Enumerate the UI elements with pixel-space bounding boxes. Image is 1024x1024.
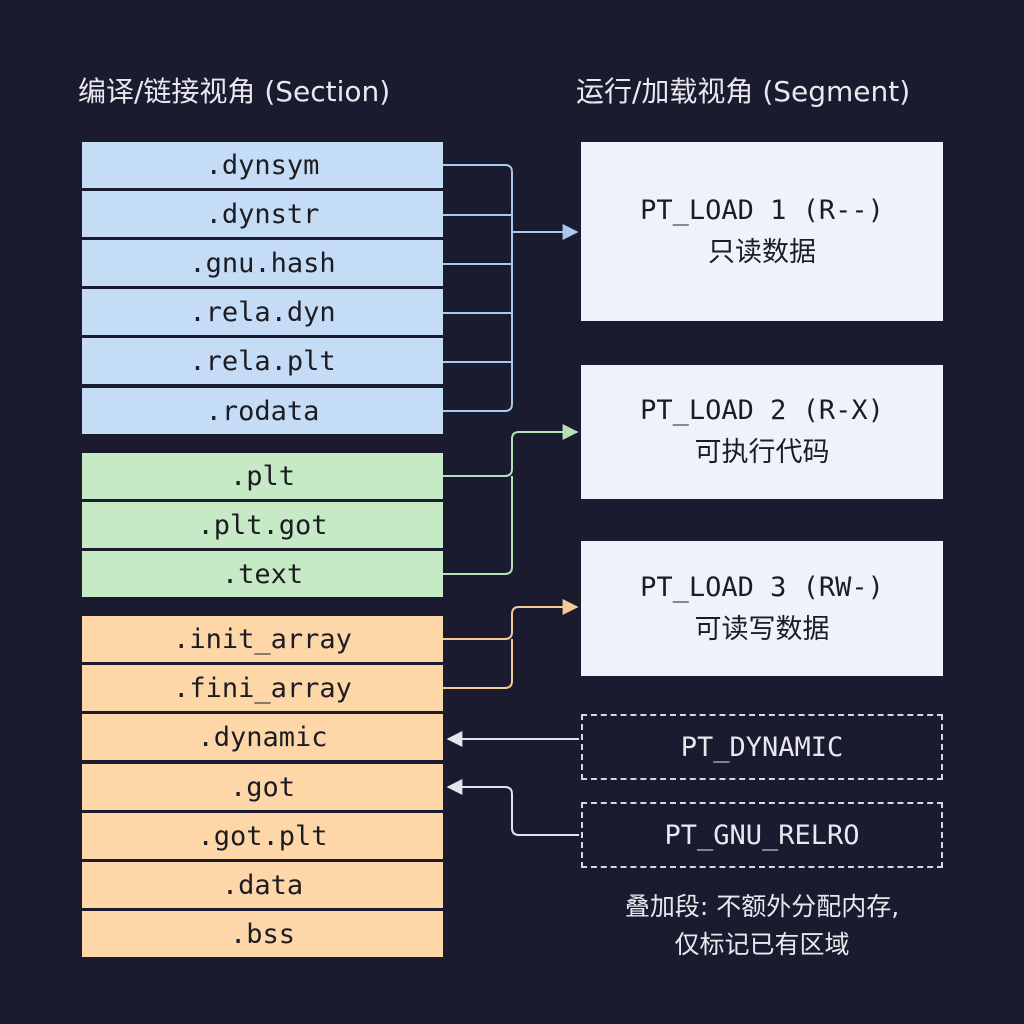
segment-subtitle: 可读写数据	[694, 613, 830, 645]
section-label: .gnu.hash	[189, 247, 336, 279]
section-gnu-hash: .gnu.hash	[82, 240, 443, 286]
section-data: .data	[82, 862, 443, 908]
section-label: .got	[229, 771, 296, 803]
segment-title: PT_LOAD 3 (RW-)	[640, 571, 884, 603]
section-label: .fini_array	[173, 672, 352, 704]
section-label: .text	[221, 558, 304, 590]
section-label: .bss	[229, 918, 296, 950]
section-label: .dynstr	[205, 198, 320, 230]
section-plt: .plt	[82, 453, 443, 499]
note-line-1: 叠加段: 不额外分配内存,	[624, 892, 900, 921]
segment-subtitle: 可执行代码	[694, 437, 830, 468]
segment-pt-dynamic: PT_DYNAMIC	[581, 714, 943, 780]
green-connector	[443, 424, 579, 575]
section-label: .plt	[229, 460, 296, 492]
note-line-2: 仅标记已有区域	[674, 930, 850, 959]
section-got: .got	[82, 764, 443, 810]
section-init-array: .init_array	[82, 616, 443, 662]
section-plt-got: .plt.got	[82, 502, 443, 548]
section-label: .got.plt	[197, 820, 328, 852]
blue-connector	[443, 164, 579, 412]
section-bss: .bss	[82, 911, 443, 957]
section-label: .data	[221, 869, 304, 901]
section-text: .text	[82, 551, 443, 597]
segment-title: PT_GNU_RELRO	[664, 819, 860, 851]
section-dynstr: .dynstr	[82, 191, 443, 237]
segment-title: PT_DYNAMIC	[680, 731, 844, 763]
section-label: .dynamic	[197, 721, 328, 753]
overlay-segment-note: 叠加段: 不额外分配内存, 仅标记已有区域	[581, 888, 943, 964]
segment-title: PT_LOAD 1 (R--)	[640, 194, 884, 226]
section-rela-dyn: .rela.dyn	[82, 289, 443, 335]
segment-pt-load-1: PT_LOAD 1 (R--) 只读数据	[581, 142, 943, 321]
section-rodata: .rodata	[82, 388, 443, 434]
orange-connector	[443, 599, 579, 689]
segment-subtitle: 只读数据	[708, 236, 816, 268]
section-label: .plt.got	[197, 509, 328, 541]
section-label: .rela.dyn	[189, 296, 336, 328]
section-label: .dynsym	[205, 149, 320, 181]
section-label: .rodata	[205, 395, 320, 427]
section-dynamic: .dynamic	[82, 714, 443, 760]
segment-pt-load-2: PT_LOAD 2 (R-X) 可执行代码	[581, 365, 943, 499]
segment-view-heading: 运行/加载视角 (Segment)	[576, 75, 911, 108]
section-view-heading: 编译/链接视角 (Section)	[78, 75, 391, 108]
section-rela-plt: .rela.plt	[82, 338, 443, 384]
segment-title: PT_LOAD 2 (R-X)	[640, 395, 884, 426]
section-fini-array: .fini_array	[82, 665, 443, 711]
section-dynsym: .dynsym	[82, 142, 443, 188]
section-got-plt: .got.plt	[82, 813, 443, 859]
section-label: .rela.plt	[189, 345, 336, 377]
section-label: .init_array	[173, 623, 352, 655]
relro-connector	[446, 779, 579, 836]
segment-pt-gnu-relro: PT_GNU_RELRO	[581, 802, 943, 868]
segment-pt-load-3: PT_LOAD 3 (RW-) 可读写数据	[581, 541, 943, 676]
